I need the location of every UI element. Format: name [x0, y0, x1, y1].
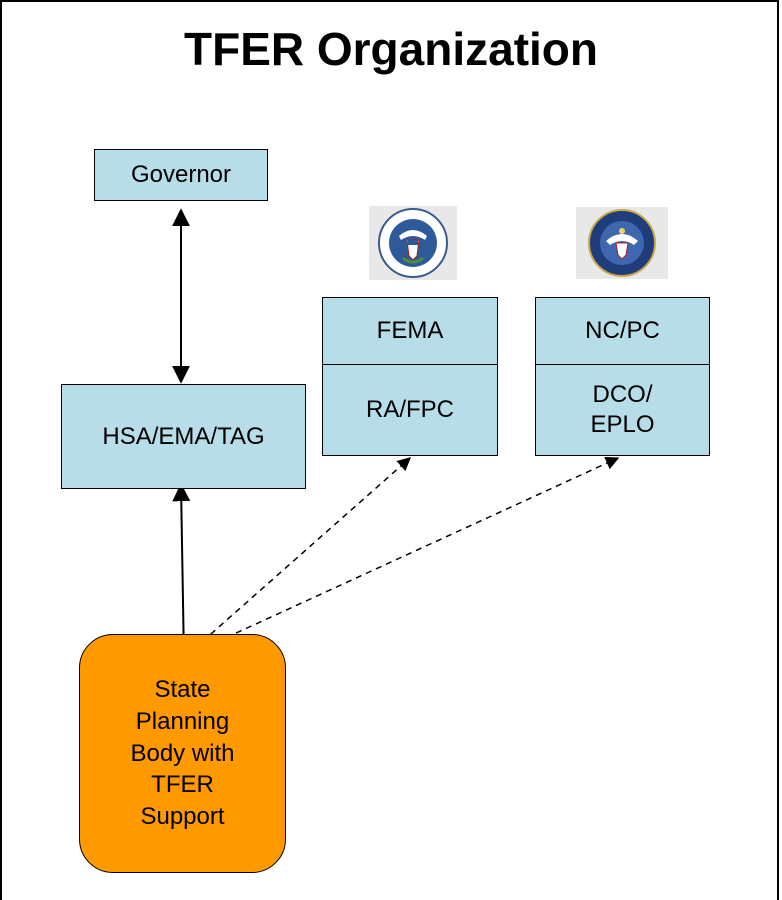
fema-box: FEMA: [322, 297, 498, 365]
state-label-line2: Planning: [135, 707, 230, 735]
state-planning-body-label: State Planning Body with TFER Support: [130, 674, 234, 832]
ra-fpc-label: RA/FPC: [365, 396, 454, 423]
governor-box: Governor: [94, 149, 268, 201]
dhs-seal-icon: [369, 206, 457, 280]
dco-eplo-line1: DCO/: [592, 381, 653, 408]
dod-seal-icon: [576, 207, 668, 279]
hsa-ema-tag-box: HSA/EMA/TAG: [61, 384, 306, 489]
nc-pc-label: NC/PC: [585, 317, 660, 344]
state-label-line4: TFER: [151, 771, 214, 799]
hsa-ema-tag-label: HSA/EMA/TAG: [102, 422, 265, 450]
dco-eplo-label: DCO/ EPLO: [590, 380, 654, 440]
state-label-line3: Body with: [130, 739, 235, 767]
state-dco-dashed-connector: [185, 456, 620, 657]
state-rafpc-dashed-connector: [185, 457, 412, 657]
diagram-title: TFER Organization: [184, 23, 598, 75]
governor-label: Governor: [130, 161, 232, 188]
hsa-state-connector: [172, 483, 193, 662]
dco-eplo-box: DCO/ EPLO: [535, 364, 710, 456]
fema-label: FEMA: [376, 317, 444, 344]
state-planning-body-box: State Planning Body with TFER Support: [79, 634, 286, 873]
ra-fpc-box: RA/FPC: [322, 364, 498, 456]
nc-pc-box: NC/PC: [535, 297, 710, 365]
dco-eplo-line2: EPLO: [590, 411, 655, 438]
state-label-line5: Support: [140, 803, 225, 830]
state-label-line1: State: [154, 676, 211, 704]
